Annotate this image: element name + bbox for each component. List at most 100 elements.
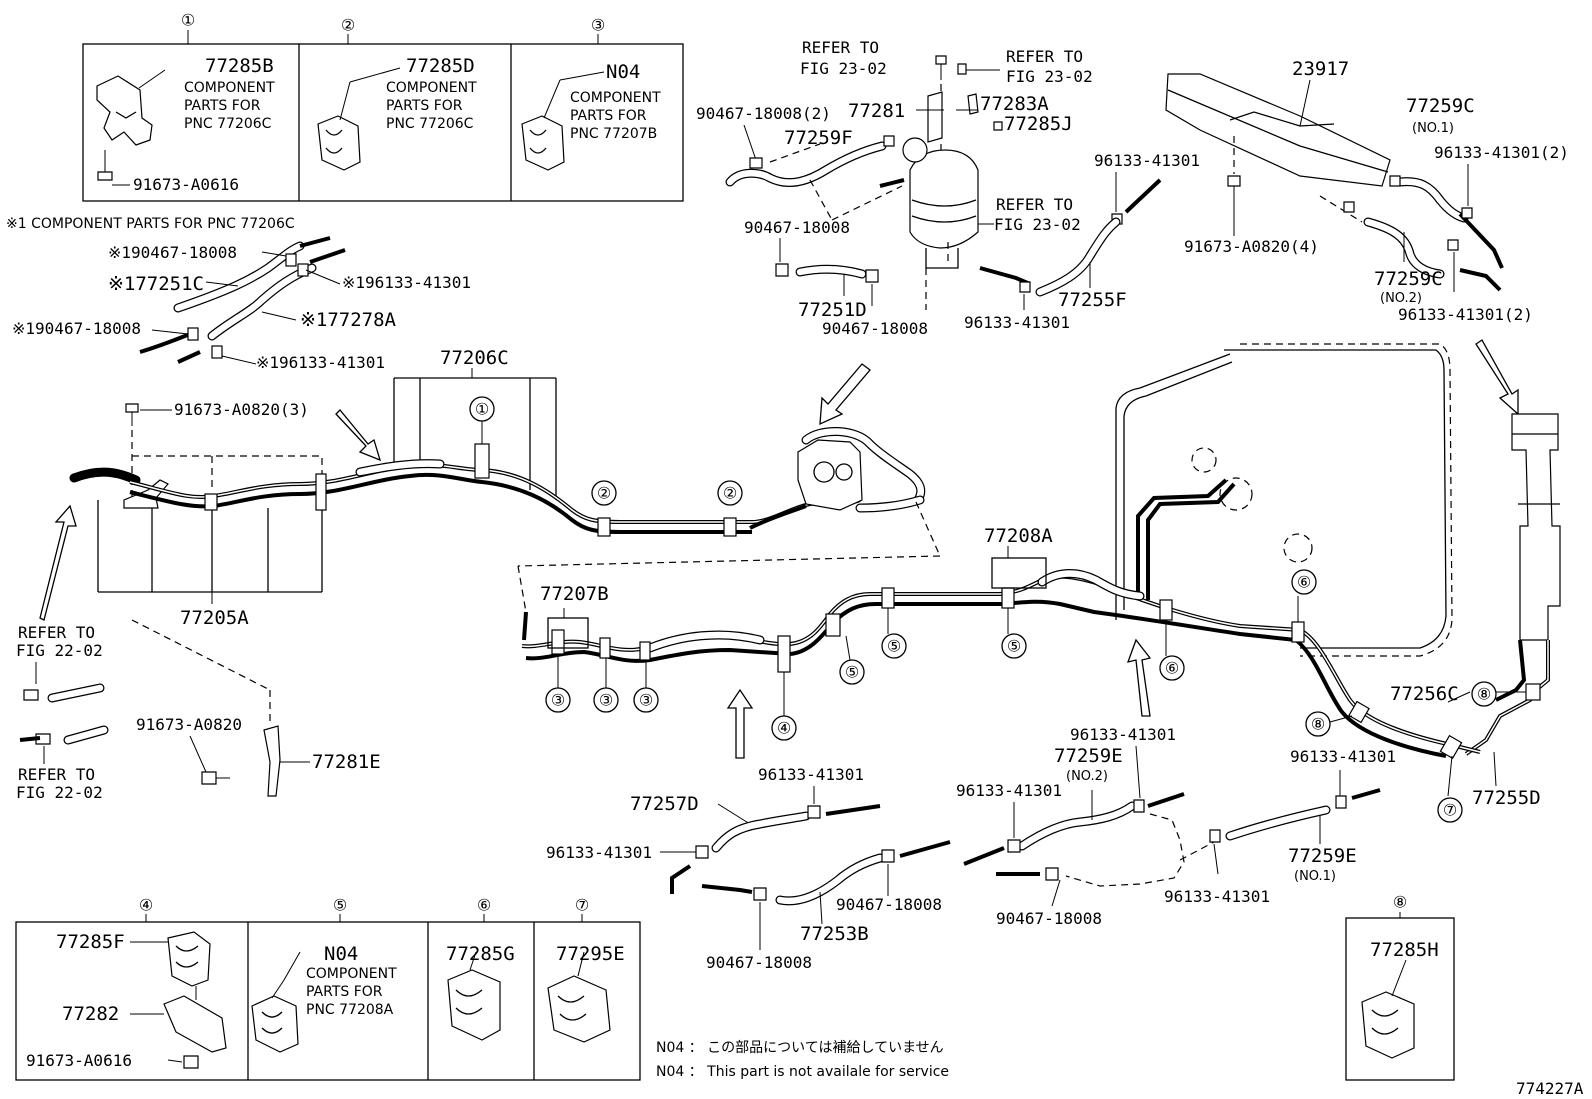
- refer-fig-22-02-a-line1: REFER TO: [18, 623, 95, 642]
- part-label-90467-18008-d: 90467-18008: [706, 953, 812, 972]
- part-label-96133-41301-left-a: ※196133-41301: [342, 273, 471, 292]
- callout-1-pipe: ①: [475, 400, 489, 419]
- callout-6-b: ⑥: [1297, 573, 1311, 592]
- bolt-91673-a0820-3-icon: [125, 403, 172, 500]
- svg-text:PARTS FOR: PARTS FOR: [570, 108, 647, 124]
- hose-77251d-drawing: [775, 238, 879, 306]
- note-jp: N04 ： この部品については補給していません: [656, 1040, 944, 1056]
- part-label-90467-18008-left-b: ※190467-18008: [12, 319, 141, 338]
- part-label-77282: 77282: [62, 1003, 119, 1025]
- part-label-91673-a0820: 91673-A0820: [136, 715, 242, 734]
- part-label-77285b: 77285B: [205, 55, 274, 77]
- no2-label-77259c: (NO.2): [1380, 291, 1422, 306]
- part-label-n04-box3: N04: [606, 61, 640, 83]
- part-label-77259e-no2: 77259E: [1054, 745, 1123, 767]
- component-boxes-top: ① ② ③ 77285B COMPONENT PARTS FOR PNC 772…: [82, 11, 684, 202]
- component-note: ※1 COMPONENT PARTS FOR PNC 77206C: [6, 216, 295, 232]
- part-label-96133-41301-c: 96133-41301: [1070, 725, 1176, 744]
- part-label-77295e: 77295E: [556, 943, 625, 965]
- callout-4-box: ④: [139, 896, 153, 915]
- part-label-77285j: 77285J: [1004, 113, 1073, 135]
- callout-8-a: ⑧: [1311, 715, 1325, 734]
- callout-5-a: ⑤: [845, 663, 859, 682]
- svg-text:PNC 77208A: PNC 77208A: [306, 1002, 394, 1018]
- callout-2: ②: [341, 16, 355, 35]
- direction-arrow-left: [39, 409, 382, 621]
- part-label-77285g: 77285G: [446, 943, 515, 965]
- part-label-96133-41301-b: 96133-41301: [964, 313, 1070, 332]
- direction-arrow-filter: [819, 363, 871, 426]
- filter-assembly-main: [517, 426, 941, 613]
- fuel-filter-drawing: [879, 55, 1003, 310]
- no1-label-77259c: (NO.1): [1412, 121, 1454, 136]
- bracket-group-77207b: [547, 608, 589, 649]
- part-label-90467-18008-e: 90467-18008: [996, 909, 1102, 928]
- part-label-90467-18008-b: 90467-18008: [822, 319, 928, 338]
- part-label-96133-41301-h: 96133-41301: [546, 843, 652, 862]
- refer-fig-23-02-a-line1: REFER TO: [802, 38, 879, 57]
- part-label-91673-a0820-3: 91673-A0820(3): [174, 400, 309, 419]
- hoses-77257d-77253b-drawing: [660, 786, 951, 950]
- callout-2-pipe-a: ②: [597, 484, 611, 503]
- fuel-tank-outline: [1115, 343, 1453, 657]
- left-hose-group: [139, 236, 346, 365]
- part-label-90467-18008-c: 90467-18008: [836, 895, 942, 914]
- part-label-90467-18008-a: 90467-18008: [744, 218, 850, 237]
- fuel-pipe-left: [69, 443, 861, 537]
- svg-text:PNC 77206C: PNC 77206C: [386, 116, 474, 132]
- component-box-8: ⑧: [1345, 893, 1455, 1081]
- callout-6-box: ⑥: [477, 896, 491, 915]
- part-label-90467-18008-2: 90467-18008(2): [696, 104, 831, 123]
- direction-arrow-up-b: [1126, 638, 1152, 717]
- callout-7-box: ⑦: [575, 896, 589, 915]
- part-label-77281: 77281: [848, 100, 905, 122]
- main-line-callouts: [557, 596, 1526, 797]
- refer-fig-23-02-c-line1: REFER TO: [996, 195, 1073, 214]
- part-label-77251d: 77251D: [798, 299, 867, 321]
- refer-fig-22-02-b-line1: REFER TO: [18, 765, 95, 784]
- figure-id: 774227A: [1516, 1079, 1584, 1098]
- svg-text:PARTS FOR: PARTS FOR: [306, 984, 383, 1000]
- callout-5-c: ⑤: [1007, 637, 1021, 656]
- part-label-77285h: 77285H: [1370, 939, 1439, 961]
- part-label-77208a: 77208A: [984, 525, 1053, 547]
- part-label-77281e: 77281E: [312, 751, 381, 773]
- callout-3-c: ③: [639, 691, 653, 710]
- part-label-77207b: 77207B: [540, 583, 609, 605]
- callout-7-main: ⑦: [1443, 801, 1457, 820]
- hose-77255f-drawing: [979, 172, 1162, 310]
- refer-fig-23-02-a-line2: FIG 23-02: [800, 59, 887, 78]
- bracket-77281e-drawing: [189, 725, 310, 797]
- part-label-77278a: ※177278A: [300, 309, 397, 331]
- callout-5-b: ⑤: [887, 637, 901, 656]
- refer-22-02-hoses: [19, 662, 109, 764]
- refer-fig-23-02-c-line2: FIG 23-02: [994, 215, 1081, 234]
- svg-text:COMPONENT: COMPONENT: [306, 966, 397, 982]
- part-label-n04-box5: N04: [324, 943, 358, 965]
- part-label-96133-41301-left-b: ※196133-41301: [256, 353, 385, 372]
- part-label-96133-41301-a: 96133-41301: [1094, 151, 1200, 170]
- part-label-77283a: 77283A: [980, 93, 1049, 115]
- part-label-77285d: 77285D: [406, 55, 475, 77]
- part-label-77206c: 77206C: [440, 347, 509, 369]
- part-label-77259c-no1: 77259C: [1406, 95, 1475, 117]
- part-label-96133-41301-2-b: 96133-41301(2): [1398, 305, 1533, 324]
- refer-fig-22-02-a-line2: FIG 22-02: [16, 641, 103, 660]
- part-label-77253b: 77253B: [800, 923, 869, 945]
- part-label-96133-41301-d: 96133-41301: [956, 781, 1062, 800]
- note-en: N04 ： This part is not availale for serv…: [656, 1064, 949, 1080]
- svg-text:PNC 77206C: PNC 77206C: [184, 116, 272, 132]
- hoses-77259c-drawing: [1363, 164, 1504, 292]
- part-label-96133-41301-e: 96133-41301: [1164, 887, 1270, 906]
- hoses-77259e-drawing: [963, 745, 1381, 907]
- part-label-77259f: 77259F: [784, 127, 853, 149]
- part-label-77259e-no1: 77259E: [1288, 845, 1357, 867]
- bracket-77285b-drawing: [96, 69, 166, 186]
- part-label-77205a: 77205A: [180, 607, 249, 629]
- part-label-96133-41301-f: 96133-41301: [1290, 747, 1396, 766]
- part-label-91673-a0820-4: 91673-A0820(4): [1184, 237, 1319, 256]
- part-label-77257d: 77257D: [630, 793, 699, 815]
- bracket-group-77206c: [393, 368, 557, 500]
- component-boxes-bottom: ④ ⑤ ⑥ ⑦: [15, 896, 641, 1081]
- part-label-77255f: 77255F: [1058, 289, 1127, 311]
